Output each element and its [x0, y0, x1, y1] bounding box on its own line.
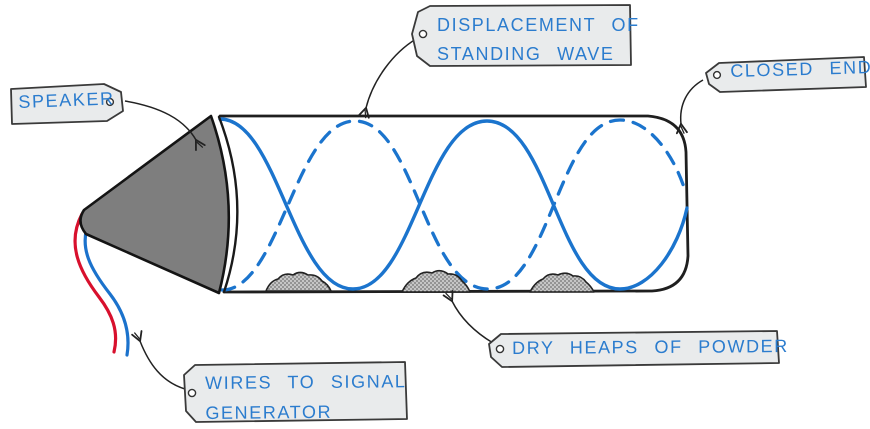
tag-hole-icon — [712, 70, 722, 80]
displacement-label-line1: DISPLACEMENT OF — [437, 15, 640, 35]
displacement-tag — [411, 4, 632, 67]
tag-hole-icon — [418, 29, 428, 39]
closed-end-leader-arrow — [675, 79, 704, 135]
speaker-tag — [10, 83, 124, 125]
tube-mouth-arc — [217, 115, 239, 294]
tag-hole-icon — [105, 97, 115, 107]
speaker-cone — [79, 114, 231, 295]
wires-label: WIRES TO SIGNAL GENERATOR — [205, 366, 407, 428]
dry-heaps-label: DRY HEAPS OF POWDER — [512, 336, 789, 358]
standing-wave-dashed — [220, 118, 688, 292]
closed-end-label: CLOSED END — [730, 57, 870, 81]
wires-leader-arrow — [131, 330, 186, 390]
powder-heap-3 — [529, 272, 595, 293]
speaker-leader-arrow — [124, 100, 206, 152]
tag-hole-icon — [495, 344, 505, 354]
powder-heap-2 — [401, 269, 471, 293]
powder-heap-1 — [265, 271, 332, 292]
tube-body — [218, 114, 690, 294]
dry-heaps-tag — [488, 330, 780, 368]
wires-label-line2: GENERATOR — [205, 401, 333, 423]
wire-red — [73, 212, 118, 354]
standing-wave-solid — [218, 117, 689, 291]
displacement-label: DISPLACEMENT OF STANDING WAVE — [437, 11, 640, 69]
speaker-label: SPEAKER — [18, 88, 115, 112]
wires-tag — [183, 361, 408, 423]
dry-heaps-leader-arrow — [442, 289, 494, 344]
tag-hole-icon — [187, 388, 197, 398]
wire-blue — [83, 218, 130, 357]
displacement-label-line2: STANDING WAVE — [437, 44, 615, 64]
displacement-leader-arrow — [358, 38, 417, 119]
closed-end-tag — [705, 56, 867, 93]
wires-label-line1: WIRES TO SIGNAL — [205, 371, 407, 393]
